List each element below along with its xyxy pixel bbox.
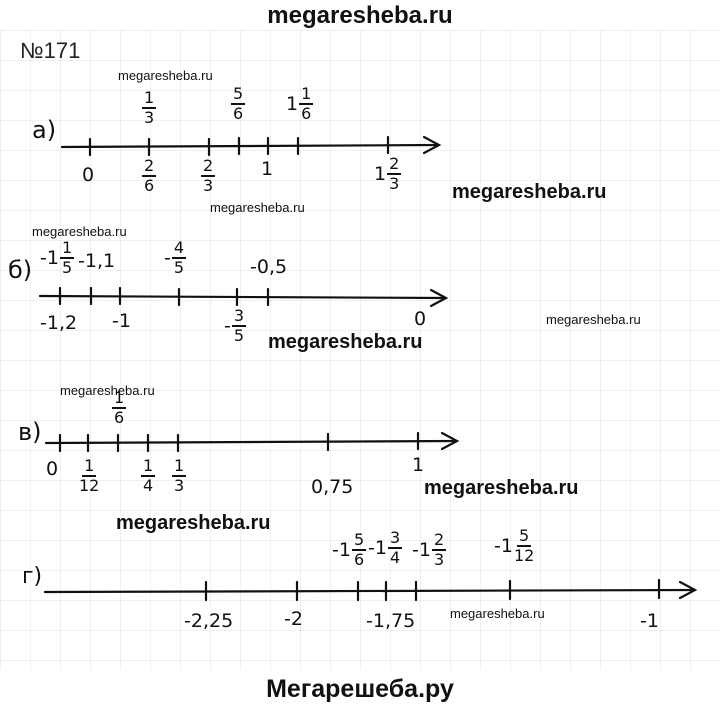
problem-number: №171	[20, 38, 81, 63]
label-b-below-0: -1,2	[40, 312, 78, 334]
watermark: megaresheba.ru	[116, 512, 271, 534]
axis-a-arrow	[422, 135, 442, 155]
label-v-below-0: 0	[46, 458, 59, 480]
label-g-below-3: -1	[640, 610, 659, 632]
watermark: megaresheba.ru	[268, 331, 423, 353]
part-label-g: г)	[22, 564, 43, 589]
footer-title: Мегарешеба.ру	[266, 675, 454, 703]
label-b-below-1: -1	[112, 310, 131, 332]
part-label-v: в)	[18, 418, 42, 446]
axis-a	[60, 143, 440, 149]
watermark: megaresheba.ru	[546, 312, 641, 327]
watermark: megaresheba.ru	[452, 181, 607, 203]
label-g-below-1: -2	[284, 608, 303, 630]
part-label-b: б)	[8, 256, 33, 284]
watermark: megaresheba.ru	[118, 68, 213, 83]
label-g-below-2: -1,75	[366, 610, 416, 632]
label-b-above-3: -0,5	[250, 256, 288, 278]
graph-paper-background	[0, 30, 720, 670]
label-v-below-4: 0,75	[311, 476, 354, 498]
watermark: megaresheba.ru	[450, 606, 545, 621]
axis-g	[43, 588, 696, 594]
axis-v	[44, 439, 458, 445]
watermark: megaresheba.ru	[210, 200, 305, 215]
label-g-below-0: -2,25	[184, 610, 234, 632]
watermark: megaresheba.ru	[424, 477, 579, 499]
axis-b-arrow	[429, 288, 449, 308]
label-v-below-5: 1	[412, 454, 425, 476]
site-title: megaresheba.ru	[267, 2, 453, 29]
label-b-below-3: 0	[414, 308, 427, 330]
label-b-above-1: -1,1	[78, 250, 116, 272]
label-a-below-3: 1	[261, 158, 274, 180]
label-a-below-0: 0	[82, 164, 95, 186]
watermark: megaresheba.ru	[60, 383, 155, 398]
axis-g-arrow	[678, 580, 698, 600]
axis-v-arrow	[440, 431, 460, 451]
watermark: megaresheba.ru	[32, 224, 127, 239]
part-label-a: а)	[32, 116, 57, 144]
axis-b	[38, 294, 447, 300]
